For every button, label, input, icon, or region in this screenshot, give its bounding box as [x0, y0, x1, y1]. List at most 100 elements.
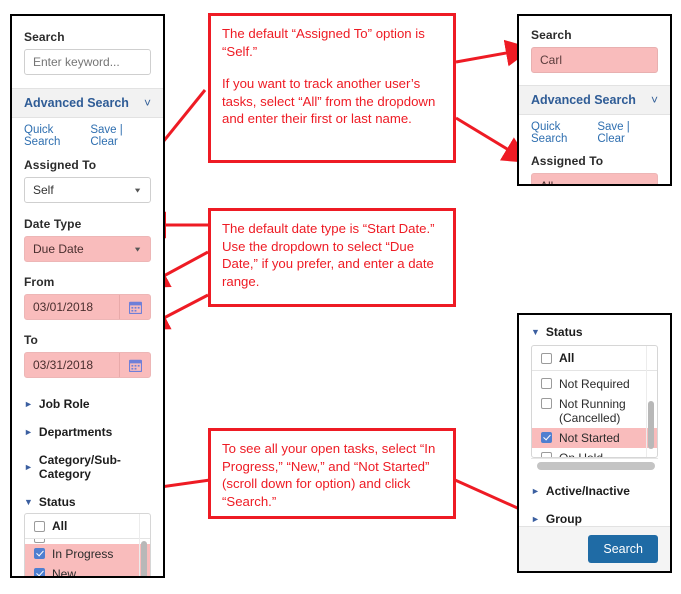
caret-down-icon: ▼	[133, 186, 142, 194]
status-option-label: On Hold	[559, 451, 604, 458]
calendar-icon[interactable]	[119, 353, 150, 377]
status-option-all[interactable]: All	[532, 346, 657, 371]
assigned-to-section: Assigned To Self ▼	[12, 158, 163, 203]
accordion-label: Category/Sub-Category	[38, 453, 121, 481]
search-button[interactable]: Search	[588, 535, 658, 563]
status-option-partial[interactable]	[25, 539, 150, 544]
status-option-not-running-cancelled[interactable]: Not Running (Cancelled)	[532, 394, 657, 428]
checkbox[interactable]	[34, 521, 45, 532]
status-accordion-header[interactable]: ▼ Status	[519, 315, 670, 345]
caret-down-icon: ▼	[133, 245, 142, 253]
status-scrollbar-track[interactable]	[646, 346, 655, 457]
left-search-panel: Search Advanced Search ˅ Quick Search Sa…	[10, 14, 165, 578]
assigned-to-label: Assigned To	[531, 154, 604, 168]
advanced-search-toggle[interactable]: Advanced Search ˅	[12, 88, 163, 118]
assigned-to-select[interactable]: Self ▼	[24, 177, 151, 203]
status-option-on-hold[interactable]: On Hold	[532, 448, 657, 458]
quick-search-link[interactable]: Quick Search	[24, 124, 61, 148]
status-option-all[interactable]: All	[25, 514, 150, 539]
assigned-to-value: Self	[33, 183, 54, 197]
status-option-label: In Progress	[52, 547, 114, 561]
save-link[interactable]: Save	[597, 121, 624, 133]
search-input[interactable]	[24, 49, 151, 75]
checkbox[interactable]	[541, 398, 552, 409]
from-label: From	[24, 275, 55, 289]
triangle-right-icon: ►	[531, 485, 540, 496]
chevron-down-icon: ˅	[650, 93, 658, 107]
date-type-select[interactable]: Due Date ▼	[24, 236, 151, 262]
save-link[interactable]: Save	[90, 124, 117, 136]
checkbox[interactable]	[34, 539, 45, 543]
search-label: Search	[24, 30, 65, 44]
advanced-search-label: Advanced Search	[531, 93, 636, 107]
triangle-right-icon: ►	[24, 426, 33, 437]
callout-paragraph: If you want to track another user’s task…	[222, 76, 436, 126]
status-hscroll-wrap[interactable]	[531, 458, 658, 470]
advanced-search-toggle[interactable]: Advanced Search ˅	[519, 85, 670, 115]
date-type-label: Date Type	[24, 217, 82, 231]
accordion-status[interactable]: ▼ Status	[24, 488, 151, 513]
status-hscrollbar-thumb[interactable]	[537, 462, 655, 470]
accordion-label: Departments	[38, 425, 113, 439]
accordion-category-sub-category[interactable]: ► Category/Sub-Category	[24, 446, 151, 488]
date-type-section: Date Type Due Date ▼	[12, 217, 163, 262]
accordion-label: Status	[545, 325, 583, 339]
clear-link[interactable]: Clear	[90, 136, 118, 148]
accordion-departments[interactable]: ► Departments	[24, 418, 151, 446]
status-option-not-started[interactable]: Not Started	[532, 428, 657, 448]
triangle-down-icon: ▼	[24, 496, 33, 507]
status-option-label: New	[52, 567, 77, 578]
accordion-job-role[interactable]: ► Job Role	[24, 390, 151, 418]
top-right-search-panel: Search Carl Advanced Search ˅ Quick Sear…	[517, 14, 672, 186]
status-all-label: All	[52, 519, 68, 533]
search-section: Search	[12, 16, 163, 75]
calendar-glyph	[128, 301, 142, 314]
checkbox[interactable]	[34, 548, 45, 559]
status-scrollbar-thumb[interactable]	[141, 541, 147, 576]
status-scrollbar-thumb[interactable]	[648, 401, 654, 449]
link-separator: |	[626, 121, 630, 133]
to-date-value: 03/31/2018	[33, 358, 94, 372]
status-option-label: Not Required	[559, 377, 630, 391]
status-option-new[interactable]: New	[25, 564, 150, 578]
date-type-value: Due Date	[33, 242, 84, 256]
checkbox[interactable]	[541, 432, 552, 443]
checkbox[interactable]	[541, 378, 552, 389]
status-option-label: Not Started	[559, 431, 620, 445]
bottom-right-status-panel: ▼ Status All Not Required Not Running (C…	[517, 313, 672, 573]
accordion-active-inactive[interactable]: ► Active/Inactive	[531, 477, 658, 505]
callout-paragraph: The default “Assigned To” option is “Sel…	[222, 26, 425, 59]
assigned-to-section: Assigned To All ▼	[519, 154, 670, 186]
checkbox[interactable]	[541, 452, 552, 457]
clear-link[interactable]: Clear	[597, 133, 625, 145]
to-date-input[interactable]: 03/31/2018	[24, 352, 151, 378]
to-section: To 03/31/2018	[12, 333, 163, 378]
quick-search-link[interactable]: Quick Search	[531, 121, 568, 145]
accordion-group[interactable]: ► Group	[531, 505, 658, 533]
status-option-in-progress[interactable]: In Progress	[25, 544, 150, 564]
accordion-label: Active/Inactive	[545, 484, 630, 498]
caret-down-icon: ▼	[640, 182, 649, 186]
from-date-input[interactable]: 03/01/2018	[24, 294, 151, 320]
panel-footer: Search	[519, 526, 670, 571]
status-scrollbar-track[interactable]	[139, 514, 148, 576]
status-listbox[interactable]: All In Progress New Not Required Not Run…	[24, 513, 151, 578]
accordion-label: Group	[545, 512, 582, 526]
checkbox[interactable]	[541, 353, 552, 364]
triangle-right-icon: ►	[24, 461, 33, 472]
date-type-callout: The default date type is “Start Date.” U…	[208, 208, 456, 307]
status-listbox[interactable]: All Not Required Not Running (Cancelled)…	[531, 345, 658, 458]
calendar-icon[interactable]	[119, 295, 150, 319]
status-option-not-required[interactable]: Not Required	[532, 374, 657, 394]
assigned-to-select[interactable]: All ▼	[531, 173, 658, 186]
accordion-status[interactable]: ▼ Status	[531, 323, 658, 345]
bottom-right-accordion-group: ► Active/Inactive ► Group	[519, 477, 670, 533]
assigned-to-value: All	[540, 179, 554, 186]
search-input[interactable]: Carl	[531, 47, 658, 73]
checkbox[interactable]	[34, 568, 45, 576]
save-clear-group: Save | Clear	[597, 121, 658, 145]
status-callout: To see all your open tasks, select “In P…	[208, 428, 456, 519]
advanced-search-label: Advanced Search	[24, 96, 129, 110]
calendar-glyph	[128, 359, 142, 372]
save-clear-group: Save | Clear	[90, 124, 151, 148]
